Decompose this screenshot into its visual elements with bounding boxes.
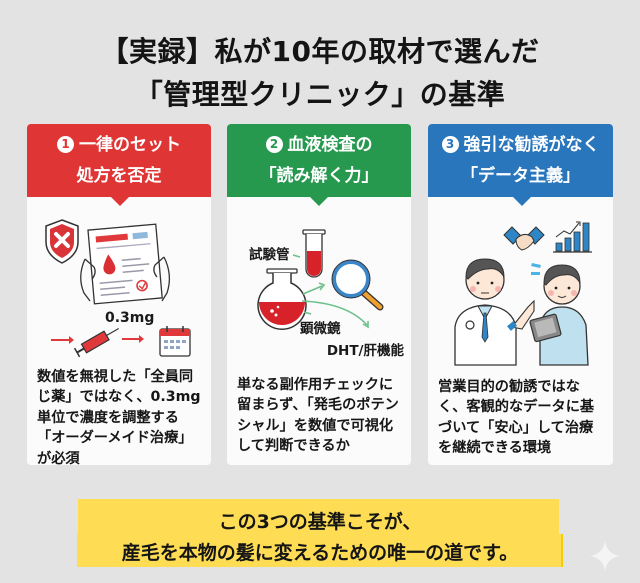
description-line: 数値を無視した「全員同 — [37, 369, 194, 385]
card-description: 単なる副作用チェックに 留まらず、「発毛のポテン シャル」を数値で可視化 して判… — [237, 375, 405, 457]
description-line: して判断できるか — [237, 438, 350, 455]
handshake-icon — [503, 226, 545, 251]
card-heading-line1: 1 一律のセット — [27, 130, 211, 161]
dose-label: 0.3mg — [105, 310, 154, 326]
patient-with-tablet-icon — [529, 264, 589, 366]
banner-highlight-bottom — [77, 534, 563, 567]
test-tube-icon — [302, 229, 326, 278]
heading-text: 強引な勧誘がなく — [463, 135, 600, 155]
consultation-illustration — [454, 221, 592, 366]
number-badge: 2 — [265, 136, 283, 153]
arrow-right-icon — [122, 335, 144, 343]
banner-line1: この3つの基準こそが、 — [218, 511, 422, 533]
description-line: 単位で濃度を調整する — [37, 409, 179, 426]
dht-label: DHT/肝機能 — [327, 342, 405, 359]
document-in-hands-icon — [87, 223, 163, 305]
magnifier-icon — [331, 259, 384, 311]
shield-x-icon — [45, 219, 79, 264]
flask-icon — [257, 268, 307, 330]
bar-chart-icon — [553, 221, 592, 253]
microscope-label: 顕微鏡 — [300, 320, 341, 337]
page-title-line2: 「管理型クリニック」の基準 — [134, 78, 506, 111]
description-line: く、客観的なデータに基 — [438, 399, 595, 416]
calendar-icon — [159, 326, 191, 357]
pointer-arrow-icon — [513, 197, 531, 206]
number-badge: 3 — [441, 136, 459, 153]
description-line: 営業目的の勧誘ではな — [438, 379, 580, 395]
banner-line2: 産毛を本物の髪に変えるための唯一の道です。 — [121, 542, 519, 564]
card-heading-line2: 処方を否定 — [76, 166, 162, 186]
arrow-right-icon — [51, 336, 74, 344]
card-heading-line2: 「読み解く力」 — [259, 166, 379, 186]
arrow-icon — [301, 282, 369, 329]
description-line: シャル」を数値で可視化 — [237, 417, 394, 434]
description-line: づいて「安心」して治療 — [438, 419, 594, 436]
description-line: 留まらず、「発毛のポテン — [237, 397, 399, 414]
blood-test-illustration: 試験管 顕微鏡 DHT/肝機能 — [249, 229, 405, 359]
banner-highlight-top — [78, 499, 559, 535]
card-description: 営業目的の勧誘ではな く、客観的なデータに基 づいて「安心」して治療 を継続でき… — [438, 377, 607, 459]
pointer-arrow-icon — [310, 197, 328, 206]
card-description: 数値を無視した「全員同 じ薬」ではなく、0.3mg 単位で濃度を調整する 「オー… — [37, 367, 205, 469]
heading-text: 一律のセット — [79, 135, 181, 155]
description-line: じ薬」ではなく、0.3mg — [37, 389, 201, 406]
test-tube-label: 試験管 — [249, 246, 290, 263]
syringe-icon — [73, 327, 119, 358]
number-badge: 1 — [57, 136, 74, 153]
description-line: が必須 — [37, 450, 80, 467]
description-line: を継続できる環境 — [438, 440, 552, 457]
pointer-arrow-icon — [111, 197, 129, 206]
sparkle-icon — [590, 541, 620, 571]
description-line: 単なる副作用チェックに — [237, 377, 394, 393]
hands-icon — [80, 256, 171, 302]
prescription-illustration: 0.3mg — [45, 219, 191, 358]
description-line: 「オーダーメイド治療」 — [37, 430, 193, 447]
criteria-card-1: 1 一律のセット 処方を否定 — [27, 124, 211, 467]
card-heading-line2: 「データ主義」 — [461, 166, 580, 186]
signal-marks-icon — [531, 263, 541, 275]
heading-text: 血液検査の — [287, 135, 373, 155]
doctor-icon — [454, 258, 535, 366]
card-header: 1 一律のセット 処方を否定 — [27, 124, 211, 197]
page-title-line1: 【実録】私が10年の取材で選んだ — [100, 35, 540, 68]
